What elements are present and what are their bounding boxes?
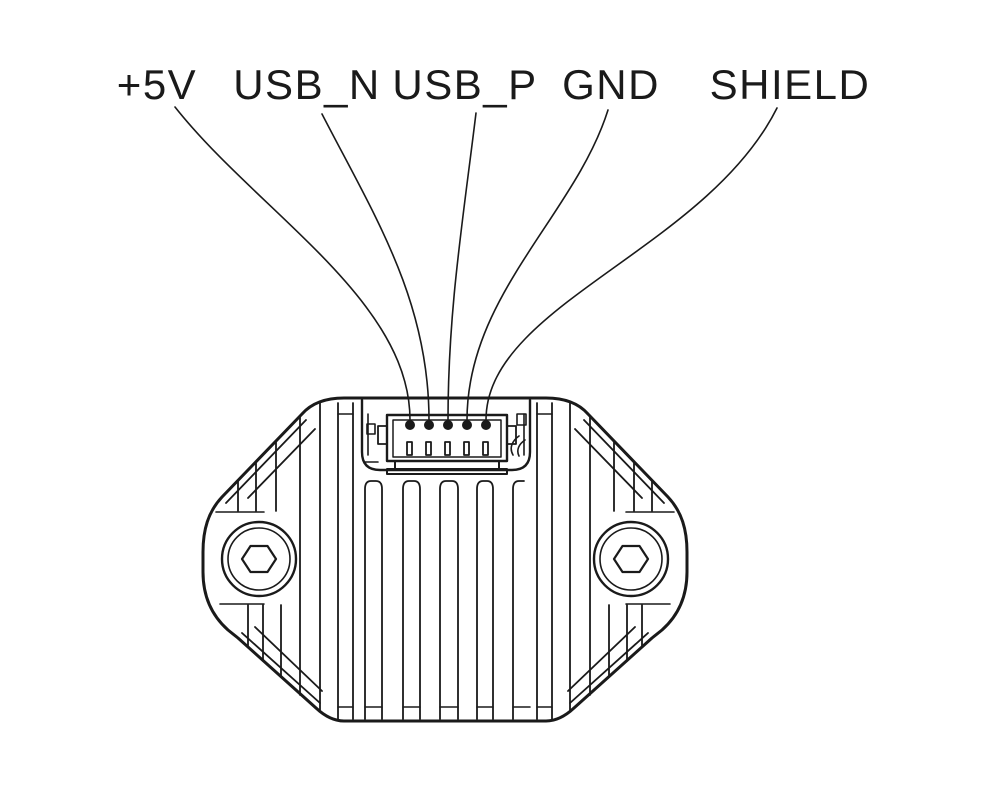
boss-outer-ring-right bbox=[592, 520, 670, 598]
mounting-boss-left bbox=[215, 511, 298, 605]
connector-pins bbox=[405, 420, 491, 430]
hex-socket-right-icon bbox=[612, 544, 650, 574]
corner-chamfer-lines bbox=[225, 419, 665, 704]
leader-line-usb-p bbox=[447, 112, 477, 421]
connector-side-latches bbox=[377, 425, 517, 445]
connector-pin-slots bbox=[406, 441, 489, 456]
boss-inner-ring-right bbox=[599, 527, 663, 591]
connector-pin-5 bbox=[481, 420, 491, 430]
connector-pin-1 bbox=[405, 420, 415, 430]
boss-outer-ring-left bbox=[220, 520, 298, 598]
fin-feet-marks bbox=[337, 413, 553, 708]
boss-notches-left bbox=[215, 511, 265, 605]
connector-base-plate bbox=[394, 460, 500, 470]
leader-line-5v bbox=[174, 106, 411, 421]
connector-housing-inner bbox=[392, 419, 502, 458]
connector-pin-2 bbox=[424, 420, 434, 430]
boss-notches-right bbox=[625, 511, 675, 605]
pin-label-gnd: GND bbox=[562, 61, 660, 108]
device-outline bbox=[201, 396, 689, 723]
connector-pin-4 bbox=[462, 420, 472, 430]
connector-pin-3 bbox=[443, 420, 453, 430]
cooling-fins-center bbox=[364, 480, 525, 720]
boss-inner-ring-left bbox=[227, 527, 291, 591]
pin-label-shield: SHIELD bbox=[709, 61, 871, 108]
leader-line-gnd bbox=[466, 109, 609, 421]
cooling-fins-outer bbox=[337, 402, 553, 720]
connector-base-flange bbox=[386, 468, 508, 475]
corner-relief-lines bbox=[237, 401, 653, 711]
leader-line-usb-n bbox=[321, 113, 430, 421]
pin-label-usb-n: USB_N bbox=[233, 61, 381, 108]
pin-label-5v: +5V bbox=[116, 61, 198, 108]
leader-lines bbox=[174, 106, 778, 421]
hex-socket-left-icon bbox=[240, 544, 278, 574]
leader-line-shield bbox=[485, 107, 778, 421]
mounting-boss-right bbox=[592, 511, 675, 605]
pin-label-usb-p: USB_P bbox=[392, 61, 538, 108]
